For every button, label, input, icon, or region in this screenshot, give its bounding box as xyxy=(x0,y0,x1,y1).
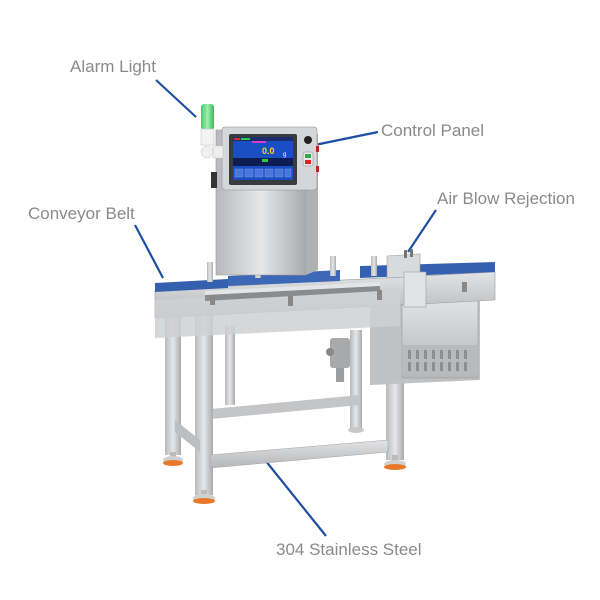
control-panel: 0.0 g xyxy=(221,126,319,191)
touch-screen: 0.0 g xyxy=(233,137,293,180)
alarm-light-leader xyxy=(155,79,197,118)
leveling-feet xyxy=(163,427,406,504)
air-blow-leader xyxy=(407,209,437,253)
label-control-panel: Control Panel xyxy=(381,121,485,140)
weight-unit: g xyxy=(283,152,286,158)
label-alarm-light: Alarm Light xyxy=(70,57,156,76)
alarm-light xyxy=(200,104,224,159)
label-conveyor-belt: Conveyor Belt xyxy=(28,204,135,223)
label-304-stainless-steel: 304 Stainless Steel xyxy=(276,540,422,559)
conveyor-belt-leader xyxy=(134,224,164,279)
weight-readout: 0.0 xyxy=(262,146,275,156)
steel-leader xyxy=(264,459,327,537)
conveyor-belt xyxy=(155,279,228,292)
air-filter-regulator xyxy=(326,338,350,382)
air-blow-rejection-unit xyxy=(386,249,427,308)
emergency-knob xyxy=(304,136,312,144)
label-air-blow-rejection: Air Blow Rejection xyxy=(437,189,575,208)
